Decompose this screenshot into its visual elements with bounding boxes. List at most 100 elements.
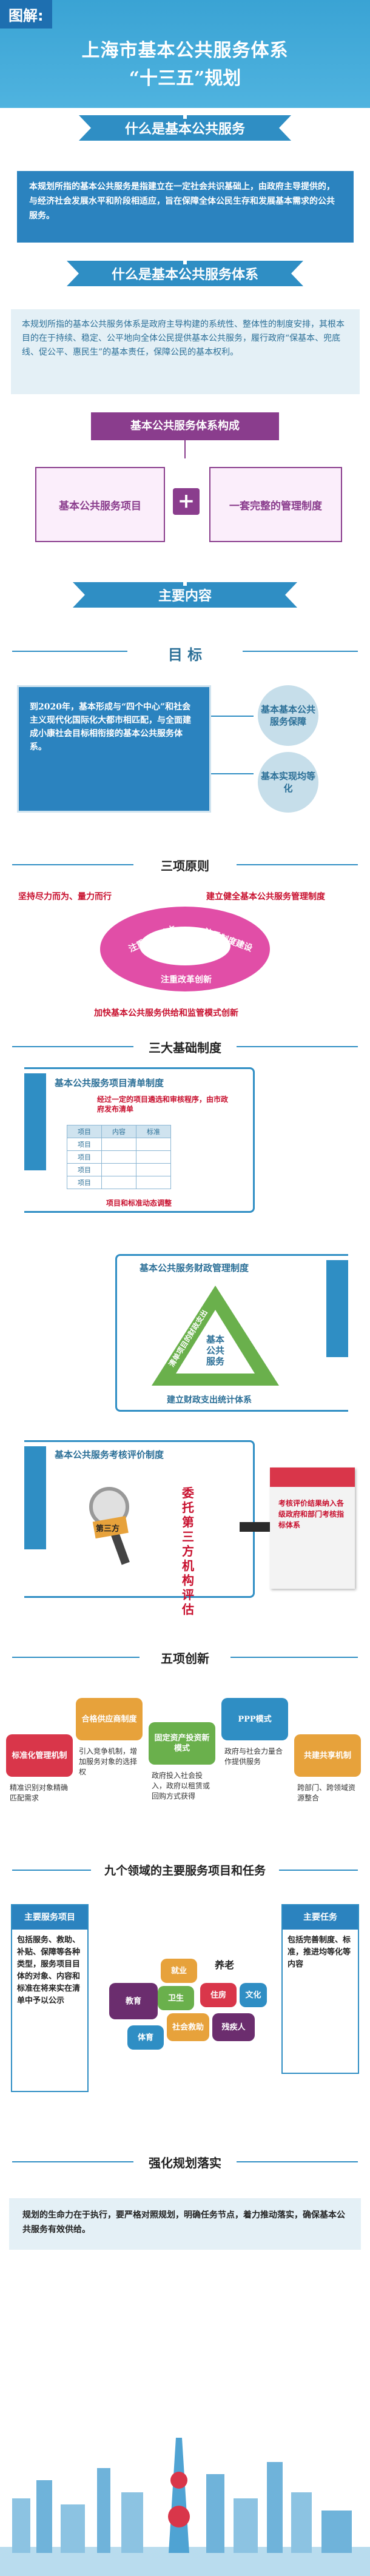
divider [12, 1046, 133, 1047]
domains-left-panel: 主要服务项目 包括服务、救助、补贴、保障等各种类型，服务项目目体的对象、内容和标… [11, 1904, 89, 2092]
domain-disabled: 残疾人 [212, 2013, 255, 2041]
table-header: 项目 [67, 1125, 102, 1138]
goals-title: 目 标 [167, 646, 203, 663]
table-row: 项目 [67, 1163, 171, 1176]
list-footer: 项目和标准动态调整 [106, 1199, 172, 1207]
domains-right-head: 主要任务 [283, 1905, 358, 1930]
divider [12, 2161, 133, 2162]
eval-left-label: 第三方 [96, 1524, 120, 1534]
strengthen-text: 规划的生命力在于执行，要严格对照规划，明确任务节点，着力推动落实，确保基本公共服… [9, 2198, 361, 2250]
section-banner-system-label: 什么是基本公共服务体系 [111, 267, 258, 283]
innovation-label-1: 标准化管理机制 [6, 1734, 73, 1777]
city-skyline-illustration [0, 2438, 370, 2576]
section-banner-what-is: 什么是基本公共服务 [79, 115, 291, 141]
goal-circle-2: 基本实现均等化 [258, 752, 318, 813]
innovation-label-5: 共建共享机制 [294, 1734, 361, 1777]
table-row: 项目 [67, 1176, 171, 1189]
document-header [270, 1467, 355, 1487]
domain-education: 教育 [109, 1983, 158, 2019]
goals-text: 到2020年，基本形成与“四个中心”和社会主义现代化国际化大都市相匹配，与全面建… [30, 702, 191, 752]
finance-side-bar [326, 1260, 348, 1357]
innovation-text-3: 政府投入社会投入，政府以租赁或回购方式获得 [152, 1771, 210, 1800]
divider [12, 864, 133, 865]
principle-left-label: 坚持尽力而为、量力而行 [18, 892, 112, 902]
section-banner-system: 什么是基本公共服务体系 [67, 261, 303, 286]
magnifier-icon [89, 1487, 130, 1565]
divider [12, 651, 127, 652]
section-banner-main-content-label: 主要内容 [158, 588, 212, 604]
arrow-right-icon [240, 1522, 270, 1532]
domains-left-head: 主要服务项目 [12, 1905, 87, 1930]
table-row: 项目 [67, 1150, 171, 1164]
innovation-text-2: 引入竞争机制，增加服务对象的选择权 [79, 1747, 138, 1776]
eval-document: 考核评价结果纳入各级政府和部门考核指标体系 [270, 1467, 355, 1589]
divider [237, 1046, 358, 1047]
list-side-bar [24, 1073, 46, 1170]
finance-triangle: 清单项目的财政支出 明确事权和支出责任 [152, 1286, 279, 1386]
divider [230, 1657, 358, 1658]
innovation-text-4: 政府与社会力量合作提供服务 [224, 1747, 283, 1766]
divider [243, 651, 358, 652]
table-row: 项目 [67, 1138, 171, 1151]
innovation-label-4: PPP模式 [221, 1698, 288, 1740]
plus-icon: + [173, 488, 200, 515]
divider [237, 864, 358, 865]
goal-circle-1: 基本基本公共服务保障 [258, 685, 318, 746]
domain-assistance: 社会救助 [167, 2013, 209, 2041]
divider [12, 1870, 91, 1871]
domains-right-text: 包括完善制度、标准，推进均等化等内容 [288, 1936, 351, 1969]
triangle-center-label: 基本公共服务 [206, 1334, 224, 1367]
composition-connector [184, 440, 186, 458]
innovation-text-5: 跨部门、跨领域资源整合 [297, 1783, 356, 1802]
innovation-text-1: 精准识别对象精确匹配需求 [10, 1783, 69, 1802]
domain-health: 卫生 [158, 1986, 194, 2010]
eval-title: 基本公共服务考核评价制度 [55, 1449, 164, 1460]
triangle-bottom-label: 建立财政支出统计体系 [167, 1395, 252, 1405]
what-is-text-box: 本规划所指的基本公共服务是指建立在一定社会共识基础上，由政府主导提供的，与经济社… [17, 171, 354, 243]
ring-label-3: 注重改革创新 [161, 974, 212, 985]
page-title-line1: 上海市基本公共服务体系 [81, 40, 289, 61]
principles-title: 三项原则 [161, 859, 209, 873]
domain-elderly: 养老 [200, 1950, 249, 1980]
triangle-inner [176, 1310, 255, 1374]
finance-panel [115, 1254, 348, 1412]
principle-right-label: 建立健全基本公共服务管理制度 [206, 892, 325, 902]
divider [279, 1870, 358, 1871]
composition-title: 基本公共服务体系构成 [91, 412, 279, 440]
domains-left-text: 包括服务、救助、补贴、保障等各种类型，服务项目目体的对象、内容和标准在将来实在清… [17, 1936, 81, 2005]
section-banner-what-is-label: 什么是基本公共服务 [124, 121, 245, 137]
goals-box: 到2020年，基本形成与“四个中心”和社会主义现代化国际化大都市相匹配，与全面建… [17, 685, 211, 813]
list-note: 经过一定的项目遴选和审核程序，由市政府发布清单 [97, 1095, 229, 1113]
domains-right-panel: 主要任务 包括完善制度、标准，推进均等化等内容 [281, 1904, 359, 2074]
header-banner [0, 0, 370, 108]
domains-cube: 教育 就业 卫生 养老 住房 文化 体育 社会救助 残疾人 [103, 1940, 267, 2080]
strengthen-title: 强化规划落实 [149, 2156, 221, 2170]
eval-mid-label: 委托第三方机构评估 [182, 1486, 194, 1617]
ring-hole [140, 927, 230, 965]
section-banner-main-content: 主要内容 [73, 582, 297, 608]
table-header: 标准 [136, 1125, 171, 1138]
foundations-title: 三大基础制度 [149, 1041, 221, 1055]
domain-culture: 文化 [240, 1983, 267, 2007]
composition-item-management: 一套完整的管理制度 [209, 467, 342, 542]
innovation-label-2: 合格供应商制度 [76, 1698, 143, 1740]
page-title-line2: “十三五”规划 [129, 68, 241, 89]
eval-panel [24, 1440, 255, 1598]
eval-right-label: 考核评价结果纳入各级政府和部门考核指标体系 [278, 1499, 345, 1529]
list-panel [24, 1067, 255, 1213]
finance-title: 基本公共服务财政管理制度 [140, 1263, 249, 1273]
innovations-title: 五项创新 [161, 1651, 209, 1666]
domain-housing: 住房 [200, 1983, 237, 2007]
header-tag: 图解: [0, 0, 52, 29]
eval-side-bar [24, 1446, 46, 1549]
system-text-box: 本规划所指的基本公共服务体系是政府主导构建的系统性、整体性的制度安排，其根本目的… [11, 309, 360, 394]
principles-ring: 注重保障基本 注重制度建设 注重改革创新 [100, 907, 270, 991]
list-title: 基本公共服务项目清单制度 [55, 1078, 164, 1088]
domain-sports: 体育 [127, 2025, 164, 2050]
divider [237, 2161, 358, 2162]
arrow-line [211, 716, 254, 717]
table-header: 内容 [101, 1125, 136, 1138]
domains-title: 九个领域的主要服务项目和任务 [104, 1864, 266, 1877]
innovation-label-3: 固定资产投资新模式 [149, 1722, 215, 1765]
arrow-line [211, 773, 254, 774]
